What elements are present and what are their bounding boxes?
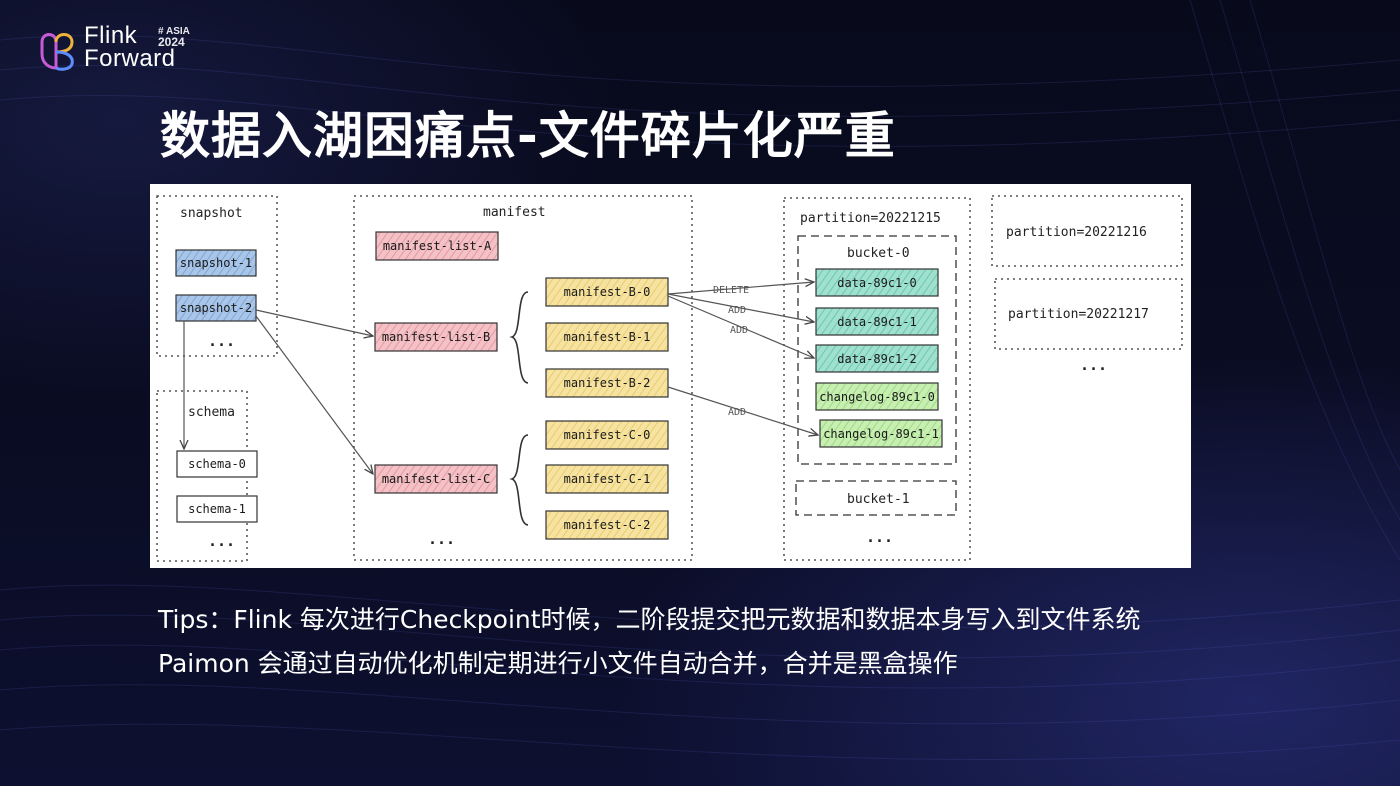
logo-line-forward: Forward bbox=[84, 45, 176, 72]
manifest-group-label: manifest bbox=[483, 205, 546, 220]
arrow-b2-add-changelog1 bbox=[667, 386, 818, 435]
arrow-snapshot2-to-listb bbox=[255, 309, 373, 336]
tips-line-1: Tips：Flink 每次进行Checkpoint时候，二阶段提交把元数据和数据… bbox=[158, 605, 1141, 634]
snapshot-2-box bbox=[175, 294, 257, 322]
snapshot-1-box bbox=[175, 249, 257, 277]
snapshot-group-label: snapshot bbox=[180, 206, 243, 221]
data-89c1-0-box bbox=[815, 268, 939, 297]
page-title: 数据入湖困痛点-文件碎片化严重 bbox=[160, 107, 896, 165]
arrow-snapshot2-to-listc bbox=[255, 315, 373, 474]
tips-line-2: Paimon 会通过自动优化机制定期进行小文件自动合并，合并是黑盒操作 bbox=[158, 649, 958, 678]
flink-forward-logo-mark bbox=[40, 33, 74, 71]
paimon-file-layout-diagram: snapshot schema manifest partition=20221… bbox=[150, 184, 1191, 568]
changelog-89c1-1-label: changelog-89c1-1 bbox=[823, 427, 939, 441]
manifest-list-b-box bbox=[374, 322, 498, 352]
manifest-c-0-label: manifest-C-0 bbox=[564, 428, 651, 442]
data-89c1-2-label: data-89c1-2 bbox=[837, 352, 916, 366]
changelog-89c1-0-box bbox=[815, 382, 939, 411]
partition-20221215-label: partition=20221215 bbox=[800, 211, 941, 226]
manifest-b-0-box bbox=[545, 277, 669, 307]
bucket-0-label: bucket-0 bbox=[847, 246, 910, 261]
changelog-89c1-0-label: changelog-89c1-0 bbox=[819, 390, 935, 404]
schema-0-label: schema-0 bbox=[188, 457, 246, 471]
snapshot-1-label: snapshot-1 bbox=[180, 256, 252, 270]
logo-badge-year: 2024 bbox=[158, 35, 185, 49]
manifest-list-b-label: manifest-list-B bbox=[382, 330, 490, 344]
bucket-1-group bbox=[795, 480, 957, 516]
bucket-1-label: bucket-1 bbox=[847, 492, 910, 507]
manifest-c-2-box bbox=[545, 510, 669, 540]
snapshot-group bbox=[156, 195, 278, 357]
partition-20221217-label: partition=20221217 bbox=[1008, 307, 1149, 322]
logo-badge-asia: # ASIA bbox=[158, 26, 190, 37]
snapshot-more: ... bbox=[208, 332, 235, 350]
manifest-b-1-label: manifest-B-1 bbox=[564, 330, 651, 344]
manifest-more: ... bbox=[428, 530, 455, 548]
manifest-b-1-box bbox=[545, 322, 669, 352]
brace-group-c bbox=[509, 434, 529, 526]
manifest-c-1-box bbox=[545, 464, 669, 494]
data-89c1-2-box bbox=[815, 344, 939, 373]
changelog-89c1-1-box bbox=[819, 419, 943, 448]
manifest-c-0-box bbox=[545, 420, 669, 450]
logo-line-flink: Flink bbox=[84, 22, 138, 49]
edge-label-add-1: ADD bbox=[728, 305, 746, 316]
brace-group-b bbox=[509, 291, 529, 384]
bucket-0-group bbox=[797, 235, 957, 465]
manifest-list-a-box bbox=[375, 231, 499, 261]
manifest-list-c-box bbox=[374, 464, 498, 494]
data-89c1-1-label: data-89c1-1 bbox=[837, 315, 916, 329]
logo-wordmark: Flink Forward bbox=[84, 22, 176, 72]
snapshot-2-label: snapshot-2 bbox=[180, 301, 252, 315]
partition-20221215-group bbox=[783, 197, 971, 561]
manifest-list-c-label: manifest-list-C bbox=[382, 472, 490, 486]
schema-0-box bbox=[176, 450, 258, 478]
edge-label-delete: DELETE bbox=[713, 285, 749, 296]
manifest-c-1-label: manifest-C-1 bbox=[564, 472, 651, 486]
tips-text: Tips：Flink 每次进行Checkpoint时候，二阶段提交把元数据和数据… bbox=[158, 598, 1141, 686]
arrow-b0-delete-data0 bbox=[667, 282, 814, 295]
arrow-b0-add-data2 bbox=[667, 295, 814, 358]
partition-20221216-label: partition=20221216 bbox=[1006, 225, 1147, 240]
partition-20221216-group bbox=[991, 195, 1183, 267]
manifest-list-a-label: manifest-list-A bbox=[383, 239, 492, 253]
manifest-group bbox=[353, 195, 693, 561]
manifest-b-0-label: manifest-B-0 bbox=[564, 285, 651, 299]
partition-20221217-group bbox=[994, 278, 1183, 350]
schema-more: ... bbox=[208, 532, 235, 550]
logo-badge: # ASIA 2024 bbox=[158, 26, 190, 48]
schema-1-box bbox=[176, 495, 258, 523]
schema-group-label: schema bbox=[188, 405, 235, 420]
data-89c1-0-label: data-89c1-0 bbox=[837, 276, 916, 290]
manifest-b-2-label: manifest-B-2 bbox=[564, 376, 651, 390]
flink-forward-logo: Flink Forward # ASIA 2024 bbox=[36, 22, 206, 74]
schema-1-label: schema-1 bbox=[188, 502, 246, 516]
partitions-more: ... bbox=[1080, 356, 1107, 374]
edge-label-add-2: ADD bbox=[730, 325, 748, 336]
edge-label-add-3: ADD bbox=[728, 407, 746, 418]
data-89c1-1-box bbox=[815, 307, 939, 336]
manifest-b-2-box bbox=[545, 368, 669, 398]
arrow-b0-add-data1 bbox=[667, 293, 814, 322]
partition-20221215-more: ... bbox=[866, 528, 893, 546]
manifest-c-2-label: manifest-C-2 bbox=[564, 518, 651, 532]
